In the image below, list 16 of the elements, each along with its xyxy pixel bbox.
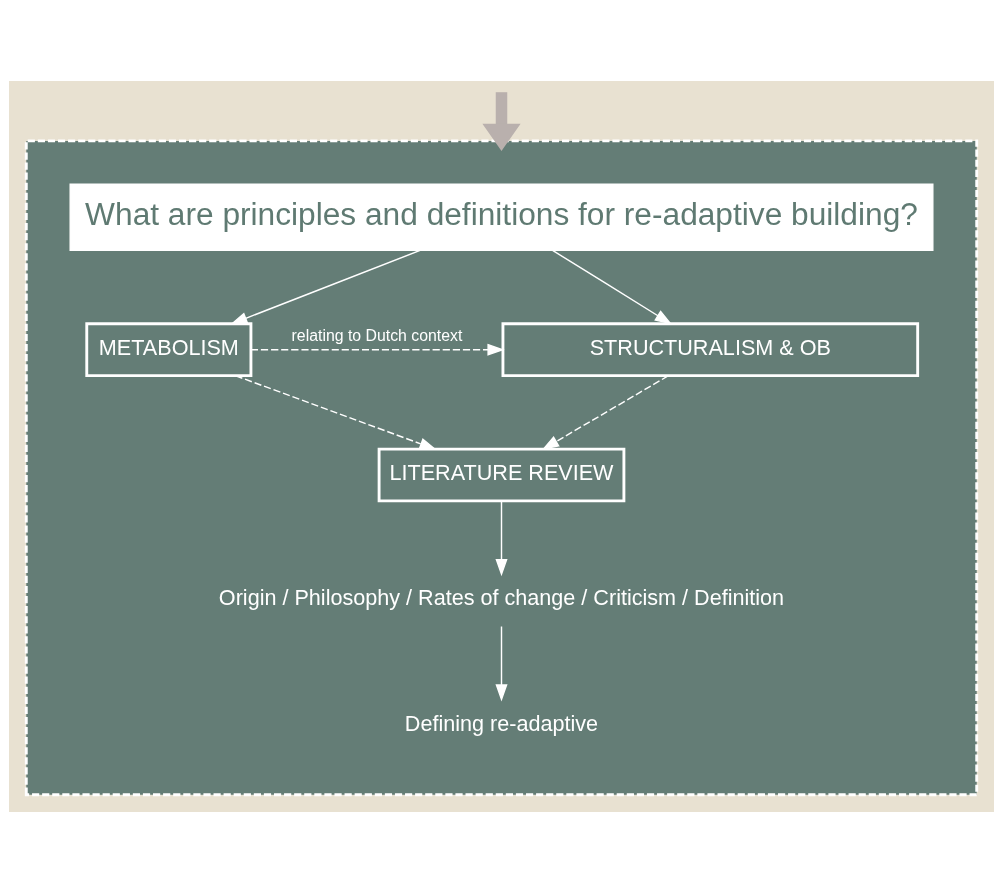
arrow [541, 375, 669, 450]
arrow [229, 249, 421, 325]
cluster [24, 139, 978, 797]
node-text: Origin / Philosophy / Rates of change / Criticism / Definition [218, 585, 784, 611]
node-box: METABOLISM [84, 322, 252, 378]
edge-label: relating to Dutch context [291, 326, 462, 344]
arrow [494, 500, 508, 577]
node-box: LITERATURE REVIEW [377, 447, 625, 503]
arrow [494, 625, 508, 702]
node-box: What are principles and definitions for re-adaptive building? [69, 183, 933, 252]
arrow [249, 343, 505, 356]
node-box: STRUCTURALISM & OB [501, 322, 919, 378]
node-text: Defining re-adaptive [404, 710, 598, 736]
arrow [234, 375, 437, 450]
arrow [551, 249, 672, 325]
arrow [481, 92, 521, 151]
